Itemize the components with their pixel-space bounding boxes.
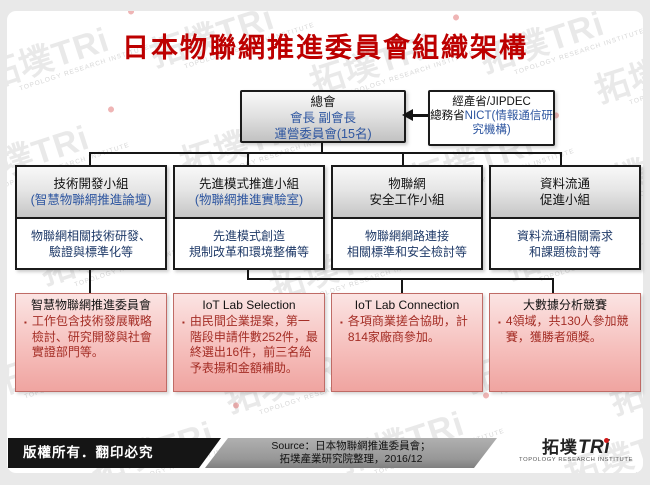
group-subtitle: (智慧物聯網推進論壇)	[30, 193, 152, 207]
program-bullet: ▪ 由民間企業提案，第一階段申請件數252件，最終選出16件，前三名給予表揚和金額…	[180, 314, 318, 376]
connector-assembly-down	[321, 143, 323, 154]
program-title: 大數據分析競賽	[522, 298, 607, 312]
group-title: 先進模式推進小組	[198, 177, 299, 191]
source-line2: 拓墣產業研究院整理，2016/12	[279, 453, 423, 465]
program-title: IoT Lab Selection	[202, 298, 296, 312]
program-bullet: ▪ 工作包含技術發展戰略檢討、研究開發與社會實證部門等。	[22, 314, 160, 361]
bullet-square-icon: ▪	[340, 318, 343, 327]
group-header: 先進模式推進小組 (物聯網推進實驗室)	[175, 167, 323, 219]
connector-drop-group1	[89, 152, 91, 165]
group-body: 物聯網相關技術研發、 驗證與標準化等	[30, 228, 151, 259]
footer-copyright: 版權所有．翻印必究	[8, 438, 221, 468]
page-title: 日本物聯網推進委員會組織架構	[122, 33, 528, 63]
group-header: 技術開發小組 (智慧物聯網推進論壇)	[17, 167, 165, 219]
group-box-iot-security: 物聯網 安全工作小組 物聯網網路連接 相關標準和安全檢討等	[331, 165, 483, 270]
group-header: 資料流通 促進小組	[491, 167, 639, 219]
program-bullet-text: 工作包含技術發展戰略檢討、研究開發與社會實證部門等。	[31, 314, 152, 359]
program-bullet: ▪ 各項商業搓合協助，計814家廠商參加。	[338, 314, 476, 345]
source-line1: Source：日本物聯網推進委員會；	[271, 440, 431, 452]
group-body: 資料流通相關需求 和課題檢討等	[516, 228, 613, 259]
group-box-data-circulation: 資料流通 促進小組 資料流通相關需求 和課題檢討等	[489, 165, 641, 270]
tri-logo: 拓墣TRi TOPOLOGY RESEARCH INSTITUTE	[516, 438, 636, 470]
program-box-iot-lab-connection: IoT Lab Connection ▪ 各項商業搓合協助，計814家廠商參加。	[331, 293, 483, 392]
tri-logo-cjk: 拓墣	[541, 438, 578, 457]
bullet-square-icon: ▪	[24, 318, 27, 327]
assembly-chairs: 會長 副會長	[290, 111, 356, 125]
ministry-blue: NICT(情報通信研究機構)	[464, 110, 553, 136]
bullet-square-icon: ▪	[498, 318, 501, 327]
group-body: 物聯網網路連接 相關標準和安全檢討等	[346, 228, 467, 259]
ministry-line2: 總務省NICT(情報通信研究機構)	[430, 109, 553, 137]
ministry-black: 總務省	[430, 110, 465, 122]
ministry-line1: 經產省/JIPDEC	[452, 96, 531, 108]
program-box-bigdata-contest: 大數據分析競賽 ▪ 4領域，共130人參加競賽，獲勝者頒獎。	[489, 293, 641, 392]
group-header: 物聯網 安全工作小組	[333, 167, 481, 219]
connector-group1-program1	[89, 270, 91, 293]
connector-drop-program4	[552, 280, 554, 293]
arrow-left-icon	[402, 109, 413, 121]
group-title: 技術開發小組	[53, 177, 129, 191]
connector-drop-program3	[401, 280, 403, 293]
connector-drop-group4	[560, 152, 562, 165]
footer-source-bar: Source：日本物聯網推進委員會； 拓墣產業研究院整理，2016/12	[205, 438, 497, 468]
group-body: 先進模式創造 規制改革和環境整備等	[188, 228, 309, 259]
arrow-shaft	[412, 114, 428, 117]
assembly-committee: 運營委員會(15名)	[274, 127, 372, 141]
group-title: 資料流通 促進小組	[539, 177, 590, 207]
program-box-iot-lab-selection: IoT Lab Selection ▪ 由民間企業提案，第一階段申請件數252件，…	[173, 293, 325, 392]
program-bullet-text: 各項商業搓合協助，計814家廠商參加。	[347, 314, 468, 344]
connector-mid-horizontal	[247, 278, 554, 280]
program-bullet-text: 由民間企業提案，第一階段申請件數252件，最終選出16件，前三名給予表揚和金額補…	[189, 314, 318, 375]
connector-drop-group3	[402, 152, 404, 165]
connector-drop-group2	[247, 152, 249, 165]
ministry-box: 經產省/JIPDEC 總務省NICT(情報通信研究機構)	[428, 90, 555, 146]
program-title: IoT Lab Connection	[354, 298, 460, 312]
tri-logo-text: 拓墣TRi	[542, 438, 610, 459]
general-assembly-box: 總會 會長 副會長 運營委員會(15名)	[240, 90, 406, 143]
connector-group2-down	[247, 270, 249, 280]
group-title: 物聯網 安全工作小組	[369, 177, 445, 207]
program-bullet-text: 4領域，共130人參加競賽，獲勝者頒獎。	[505, 314, 629, 344]
tri-logo-latin: TRi	[577, 437, 611, 458]
group-subtitle: (物聯網推進實驗室)	[194, 193, 304, 207]
program-title: 智慧物聯網推進委員會	[30, 298, 151, 312]
assembly-name: 總會	[310, 95, 336, 109]
group-box-tech-dev: 技術開發小組 (智慧物聯網推進論壇) 物聯網相關技術研發、 驗證與標準化等	[15, 165, 167, 270]
program-box-smart-iot-committee: 智慧物聯網推進委員會 ▪ 工作包含技術發展戰略檢討、研究開發與社會實證部門等。	[15, 293, 167, 392]
connector-top-horizontal	[89, 152, 562, 154]
program-bullet: ▪ 4領域，共130人參加競賽，獲勝者頒獎。	[496, 314, 634, 345]
group-box-advanced-model: 先進模式推進小組 (物聯網推進實驗室) 先進模式創造 規制改革和環境整備等	[173, 165, 325, 270]
tri-logo-red-dot-icon	[604, 438, 610, 443]
tri-logo-subtext: TOPOLOGY RESEARCH INSTITUTE	[519, 457, 633, 463]
bullet-square-icon: ▪	[182, 318, 185, 327]
